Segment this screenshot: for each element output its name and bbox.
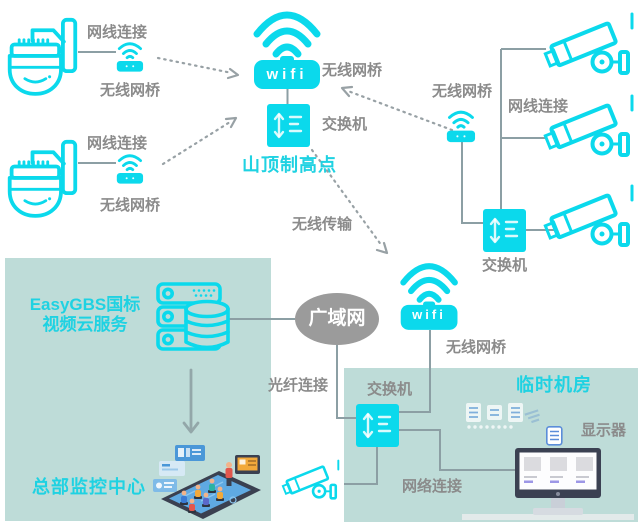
room-switch-icon xyxy=(354,402,401,449)
dome-camera-2-icon xyxy=(7,139,78,218)
hq-title: 总部监控中心 xyxy=(32,477,146,497)
right-switch-icon xyxy=(481,207,528,254)
right-wireless-bridge-icon xyxy=(445,110,477,144)
bridge-label-2: 无线网桥 xyxy=(100,197,161,214)
hilltop-bridge-label: 无线网桥 xyxy=(322,62,383,79)
display-monitor-icon xyxy=(515,448,601,515)
room-switch-label: 交换机 xyxy=(367,381,413,398)
cloud-service-title: EasyGBS国标 视频云服务 xyxy=(22,295,148,335)
fiber-link-label: 光纤连接 xyxy=(268,377,329,394)
cloud-service-title-line2: 视频云服务 xyxy=(42,315,128,334)
room-title: 临时机房 xyxy=(516,375,592,395)
relay-wifi-label: wifi xyxy=(412,307,446,322)
wan-label: 广域网 xyxy=(308,308,366,329)
cable-label-2: 网线连接 xyxy=(87,135,148,152)
hilltop-wifi-label: wifi xyxy=(266,66,308,83)
cable-label-1: 网线连接 xyxy=(87,24,148,41)
wan-cloud xyxy=(295,293,379,345)
connector-lines xyxy=(78,48,556,485)
room-network-label: 网络连接 xyxy=(402,478,463,495)
relay-bridge-label: 无线网桥 xyxy=(446,339,507,356)
right-switch-label: 交换机 xyxy=(482,257,528,274)
hq-monitoring-illustration xyxy=(152,444,262,520)
right-cable-label: 网线连接 xyxy=(508,98,569,115)
wireless-link-arrows xyxy=(156,56,454,255)
cloud-server-icon xyxy=(156,282,230,351)
room-display-label: 显示器 xyxy=(581,422,627,439)
down-arrow xyxy=(182,368,200,434)
rack-icons xyxy=(464,401,543,430)
monitor-shadow xyxy=(462,514,634,520)
right-bridge-label: 无线网桥 xyxy=(432,83,493,100)
bullet-camera-3-icon xyxy=(541,184,634,247)
hilltop-title: 山顶制高点 xyxy=(242,155,337,175)
wireless-bridge-2-icon xyxy=(115,154,145,186)
bullet-camera-4-icon xyxy=(280,459,340,500)
hilltop-switch-label: 交换机 xyxy=(322,116,368,133)
bullet-camera-1-icon xyxy=(541,12,634,75)
dome-camera-1-icon xyxy=(7,17,78,96)
wireless-transmission-label: 无线传输 xyxy=(292,216,353,233)
cloud-service-title-line1: EasyGBS国标 xyxy=(29,295,141,314)
wireless-bridge-1-icon xyxy=(115,42,145,74)
hilltop-switch-icon xyxy=(265,102,312,149)
bridge-label-1: 无线网桥 xyxy=(100,82,161,99)
document-icon xyxy=(545,425,563,446)
